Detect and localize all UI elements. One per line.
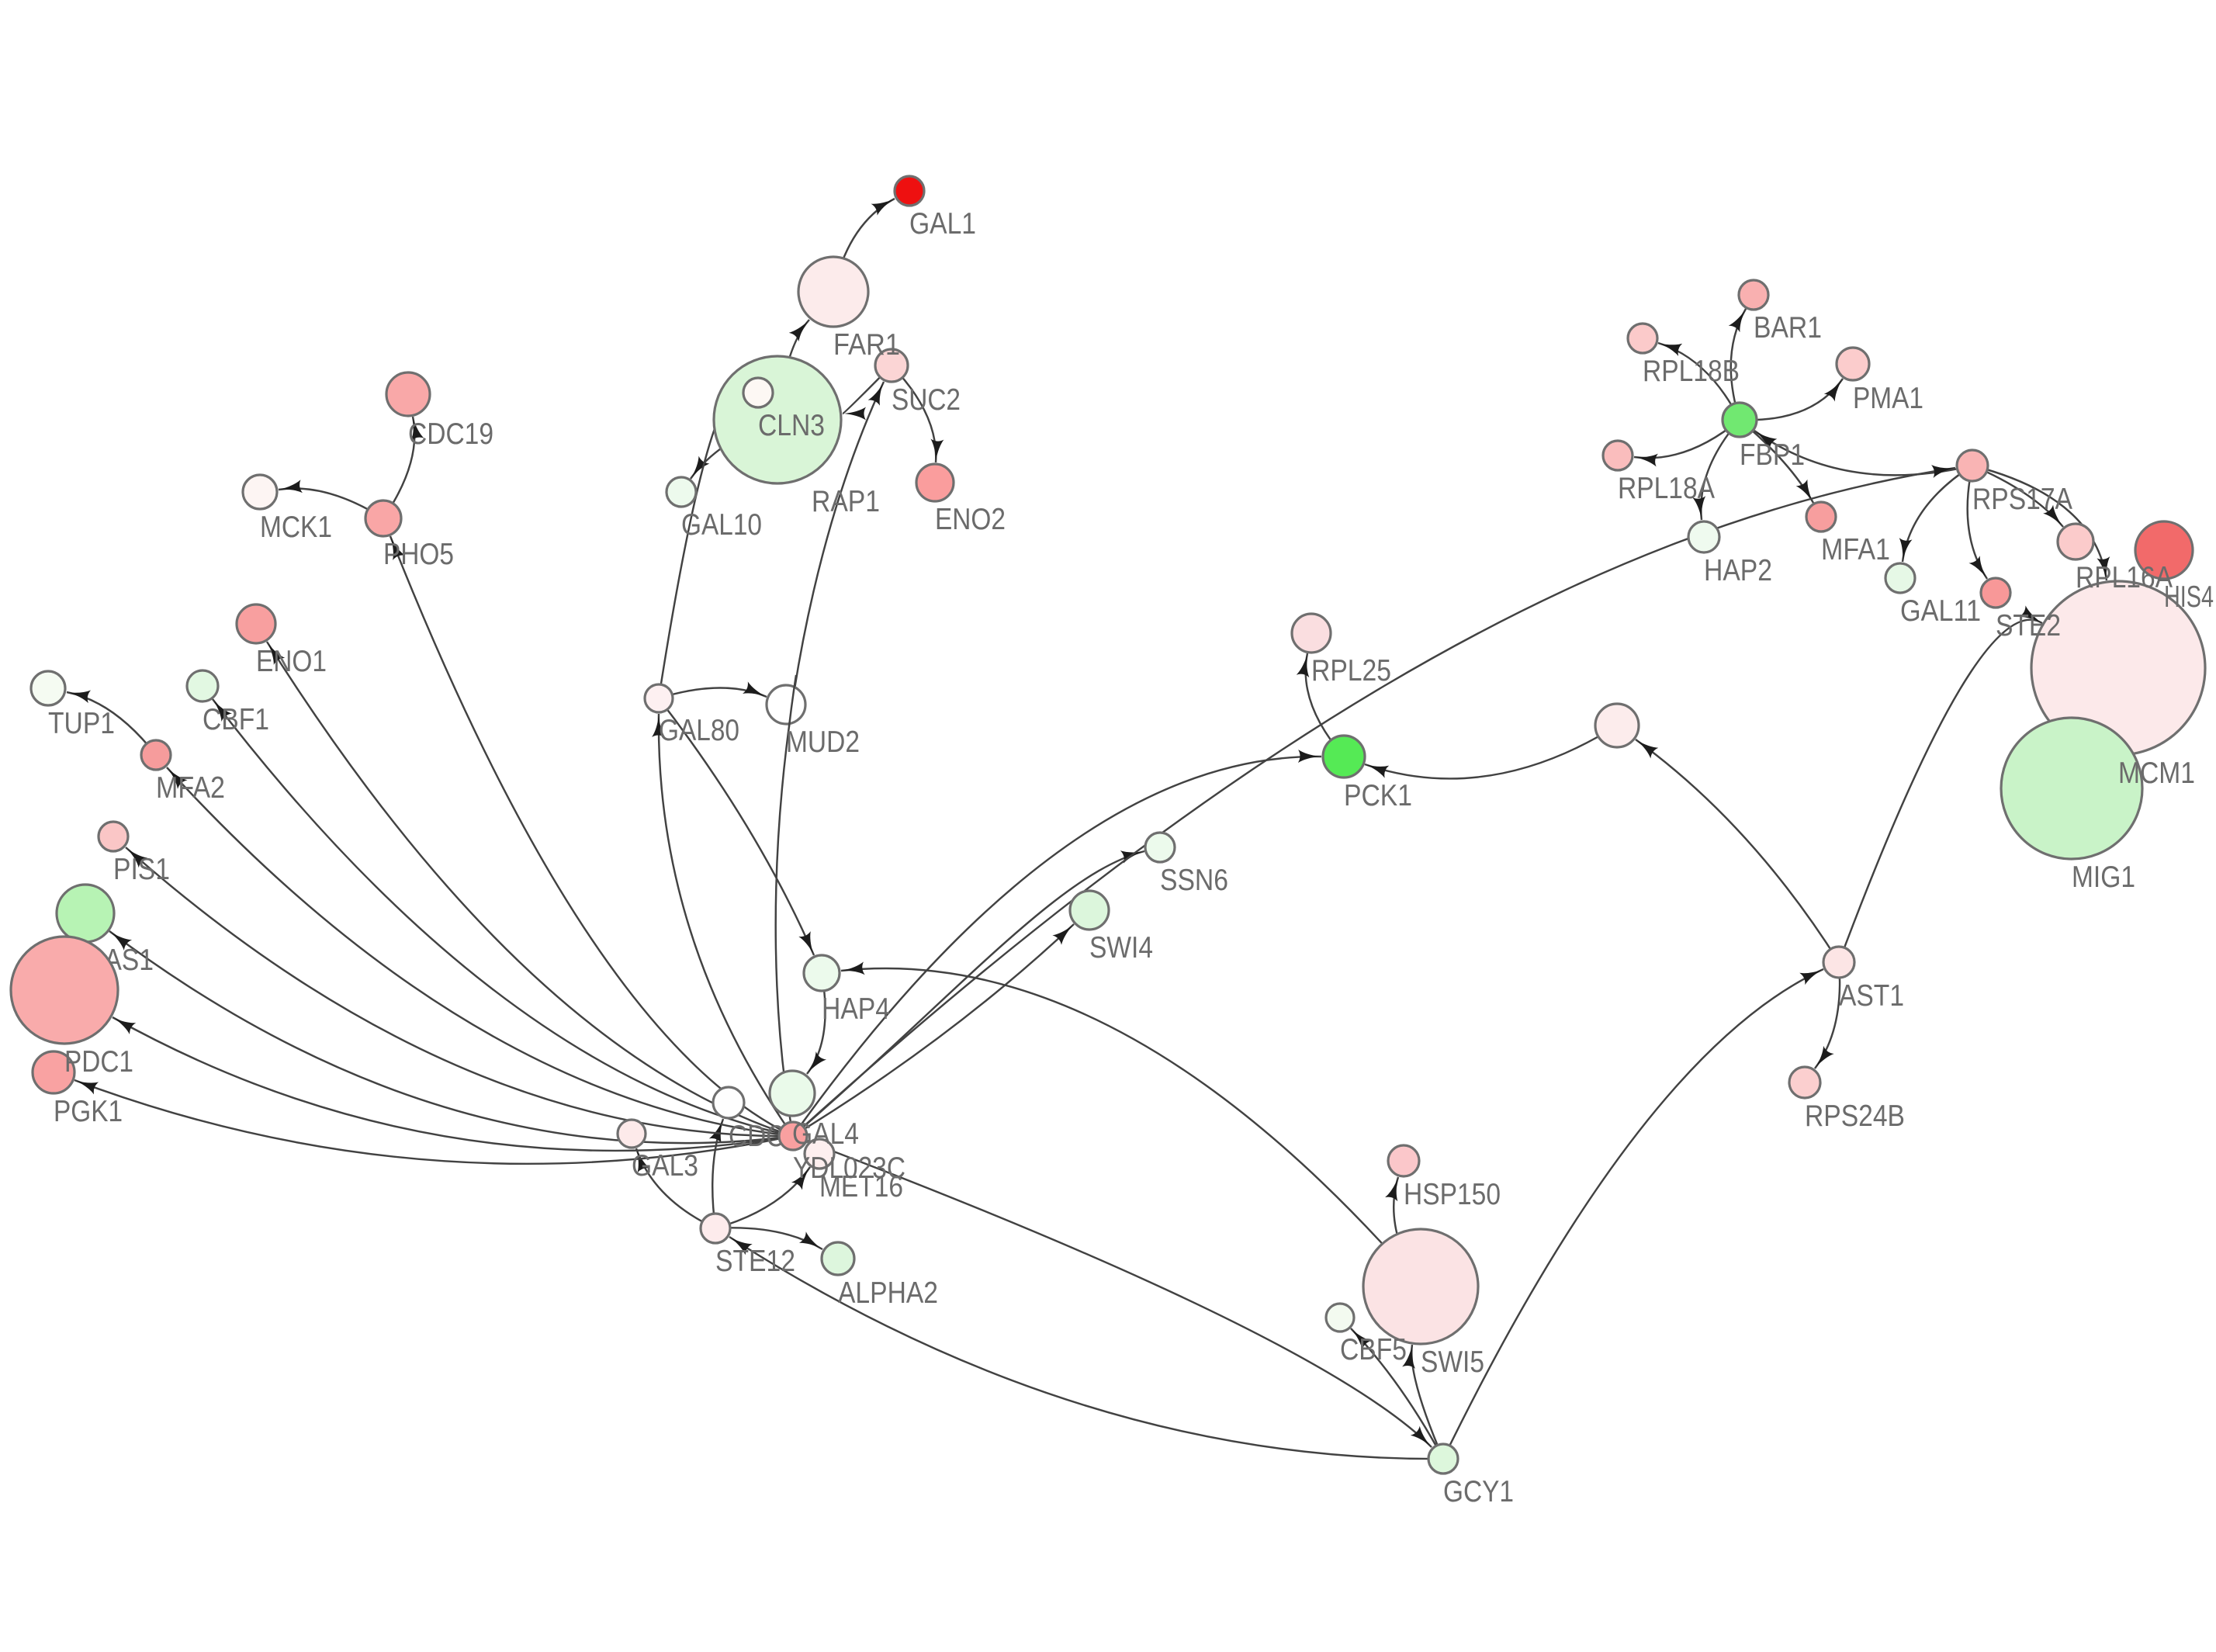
svg-text:TUP1: TUP1 bbox=[48, 707, 115, 740]
svg-text:GAL10: GAL10 bbox=[681, 508, 762, 542]
svg-text:CDC19: CDC19 bbox=[408, 417, 493, 451]
svg-text:RPL25: RPL25 bbox=[1311, 654, 1391, 687]
svg-text:HAP2: HAP2 bbox=[1704, 554, 1772, 587]
svg-text:PIS1: PIS1 bbox=[113, 853, 170, 886]
svg-text:FAR1: FAR1 bbox=[833, 328, 900, 362]
svg-text:SUC2: SUC2 bbox=[892, 383, 961, 417]
svg-text:MFA1: MFA1 bbox=[1821, 533, 1890, 566]
svg-text:GAL80: GAL80 bbox=[659, 714, 739, 747]
svg-text:GAL1: GAL1 bbox=[909, 207, 976, 241]
svg-text:RAP1: RAP1 bbox=[812, 485, 880, 518]
svg-text:PCK1: PCK1 bbox=[1344, 779, 1412, 812]
svg-text:MFA2: MFA2 bbox=[156, 771, 225, 805]
svg-text:GAL3: GAL3 bbox=[632, 1149, 698, 1183]
svg-text:SSN6: SSN6 bbox=[1160, 864, 1228, 897]
svg-text:GCY1: GCY1 bbox=[1443, 1475, 1514, 1508]
svg-text:PDC1: PDC1 bbox=[64, 1045, 133, 1079]
svg-text:FBP1: FBP1 bbox=[1740, 438, 1805, 472]
svg-text:MET16: MET16 bbox=[819, 1170, 903, 1204]
svg-text:MCK1: MCK1 bbox=[260, 511, 332, 544]
svg-text:ENO2: ENO2 bbox=[935, 503, 1006, 536]
svg-text:PHO5: PHO5 bbox=[383, 538, 454, 571]
svg-text:SWI5: SWI5 bbox=[1421, 1345, 1484, 1379]
svg-text:ENO1: ENO1 bbox=[256, 645, 327, 678]
svg-text:YDL023C: YDL023C bbox=[793, 1152, 905, 1185]
svg-text:MCM1: MCM1 bbox=[2118, 757, 2195, 790]
svg-text:RPL18A: RPL18A bbox=[1618, 472, 1715, 505]
svg-text:SWI4: SWI4 bbox=[1089, 931, 1153, 965]
svg-text:CBF1: CBF1 bbox=[203, 703, 269, 736]
svg-text:RPS17A: RPS17A bbox=[1972, 483, 2072, 516]
svg-text:PGK1: PGK1 bbox=[54, 1095, 123, 1128]
svg-text:ALPHA2: ALPHA2 bbox=[838, 1276, 938, 1310]
svg-text:HIS4: HIS4 bbox=[2164, 580, 2214, 614]
svg-text:RPS24B: RPS24B bbox=[1805, 1100, 1905, 1133]
svg-text:HAP4: HAP4 bbox=[822, 992, 890, 1026]
svg-text:BAR1: BAR1 bbox=[1754, 311, 1822, 345]
svg-text:AST1: AST1 bbox=[1839, 979, 1904, 1013]
svg-text:GAL4: GAL4 bbox=[792, 1117, 859, 1151]
svg-text:RPL18B: RPL18B bbox=[1643, 355, 1740, 388]
svg-text:RPL16A: RPL16A bbox=[2076, 561, 2173, 594]
svg-text:HSP150: HSP150 bbox=[1404, 1178, 1501, 1211]
svg-text:CBF5: CBF5 bbox=[1340, 1333, 1407, 1366]
svg-text:MIG1: MIG1 bbox=[2072, 861, 2135, 894]
svg-text:STE12: STE12 bbox=[715, 1245, 795, 1278]
svg-text:PMA1: PMA1 bbox=[1853, 382, 1923, 415]
svg-text:MUD2: MUD2 bbox=[786, 726, 860, 759]
svg-text:GAL11: GAL11 bbox=[1900, 594, 1981, 628]
svg-text:CLN3: CLN3 bbox=[758, 409, 825, 442]
svg-text:STE2: STE2 bbox=[1996, 609, 2061, 642]
